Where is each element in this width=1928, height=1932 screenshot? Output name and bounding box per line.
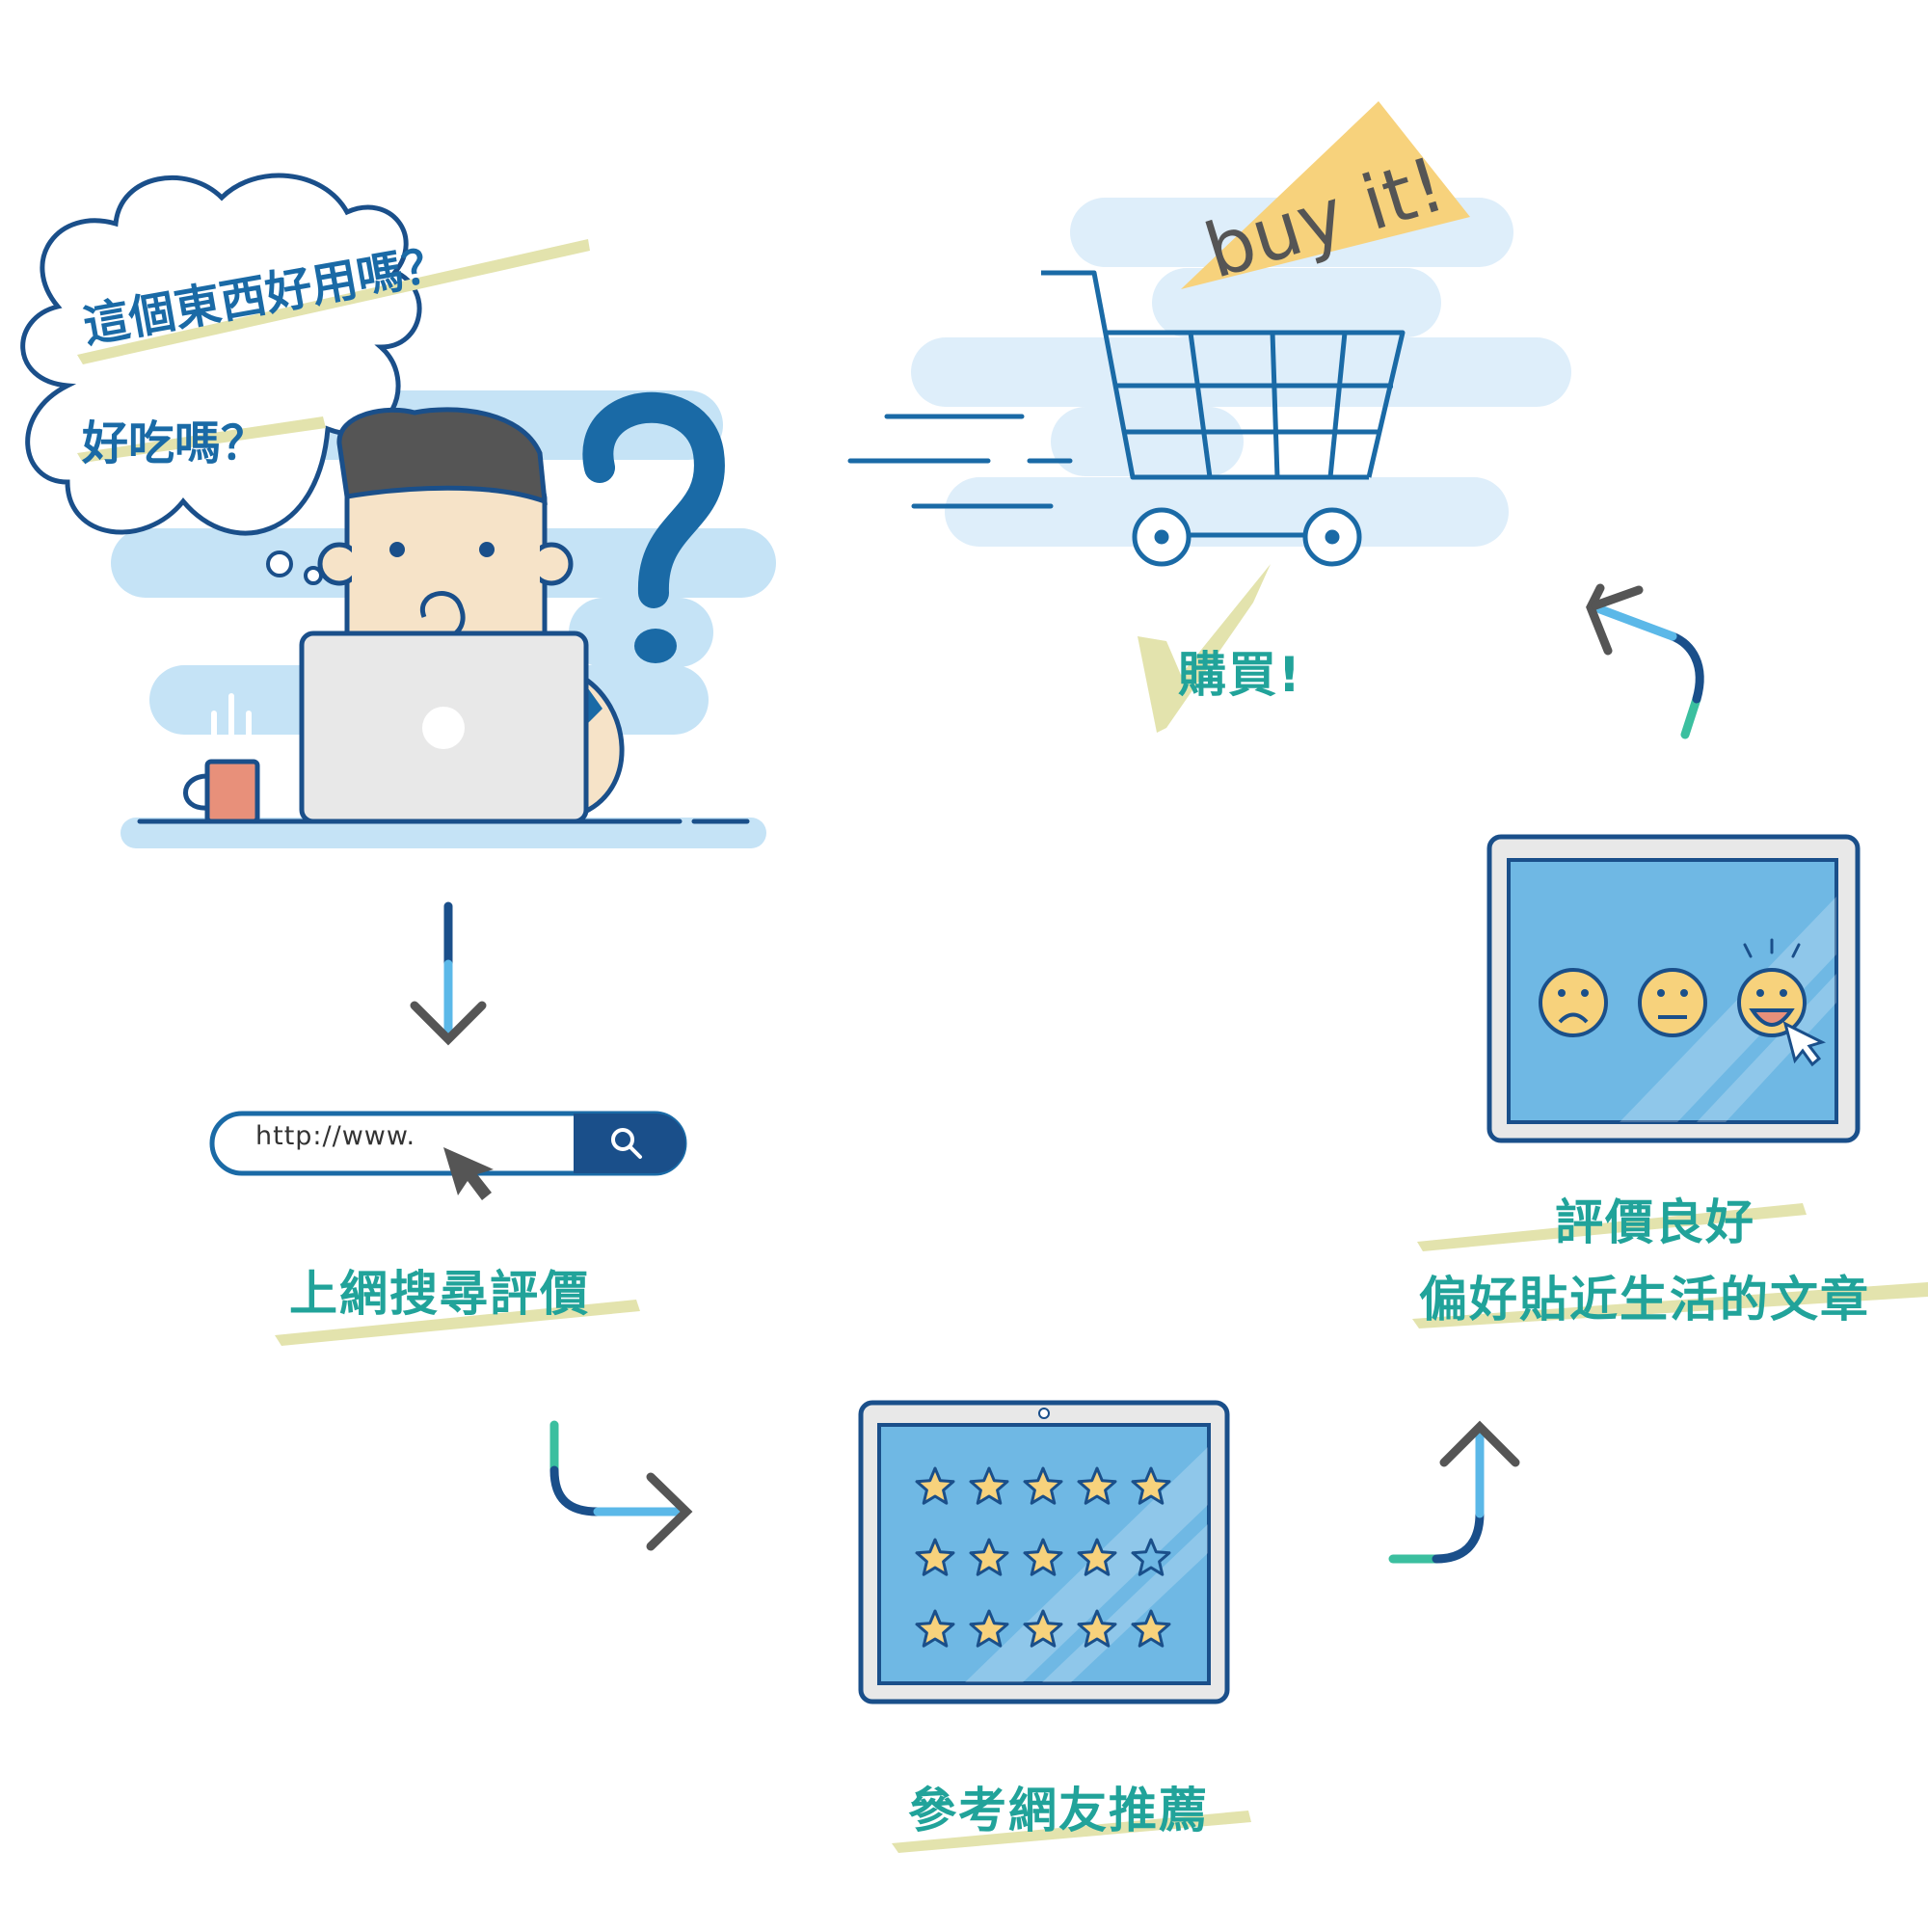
sad-face-icon [1539,968,1608,1037]
coffee-mug-icon [183,693,260,824]
star-filled-icon [969,1609,1009,1648]
laptop-logo [422,707,465,749]
cursor-arrow-icon [443,1147,494,1200]
star-filled-icon [915,1466,955,1505]
bubble-question-2: 好吃嗎？ [82,416,268,470]
arrow-up-right [1388,1420,1520,1564]
arrow-down [410,901,487,1046]
speed-lines [847,414,1073,509]
step-review-label-2: 偏好貼近生活的文章 [1419,1272,1870,1328]
thought-dot-large [266,550,293,577]
review-tablet [1486,834,1861,1143]
checkmark-brush-icon [1138,564,1271,733]
step-search-label: 上網搜尋評價 [289,1266,590,1322]
star-filled-icon [1023,1538,1063,1576]
star-empty-icon [1131,1538,1171,1576]
cursor-arrow-icon-tablet [1782,1021,1827,1067]
star-filled-icon [1023,1466,1063,1505]
neutral-face-icon [1638,968,1707,1037]
shopping-cart-icon [1041,270,1406,567]
search-icon [611,1128,642,1159]
arrow-up-left [1586,583,1704,739]
step-review-label-1: 評價良好 [1555,1194,1755,1250]
star-filled-icon [1077,1466,1117,1505]
step-recommend-label: 參考網友推薦 [908,1783,1209,1838]
star-filled-icon [1077,1609,1117,1648]
search-bar [209,1111,687,1200]
star-filled-icon [1131,1466,1171,1505]
star-filled-icon [969,1538,1009,1576]
stars-tablet [858,1400,1230,1704]
bubble-brush-highlights [77,239,590,463]
question-mark-icon [582,391,725,663]
star-filled-icon [969,1466,1009,1505]
star-filled-icon [1077,1538,1117,1576]
arrow-right [549,1420,693,1551]
tablet-camera [1038,1408,1050,1419]
star-filled-icon [915,1609,955,1648]
url-text: http://www. [255,1121,416,1151]
star-rating-grid [915,1466,1171,1648]
star-filled-icon [1131,1609,1171,1648]
star-filled-icon [915,1538,955,1576]
label-brush-highlights [275,1203,1928,1853]
thought-bubble [20,173,422,585]
step-purchase-label: 購買! [1178,647,1302,703]
background-clouds-cart [911,198,1571,547]
star-filled-icon [1023,1609,1063,1648]
buy-it-banner [1181,101,1470,289]
happy-face-icon [1737,938,1807,1037]
